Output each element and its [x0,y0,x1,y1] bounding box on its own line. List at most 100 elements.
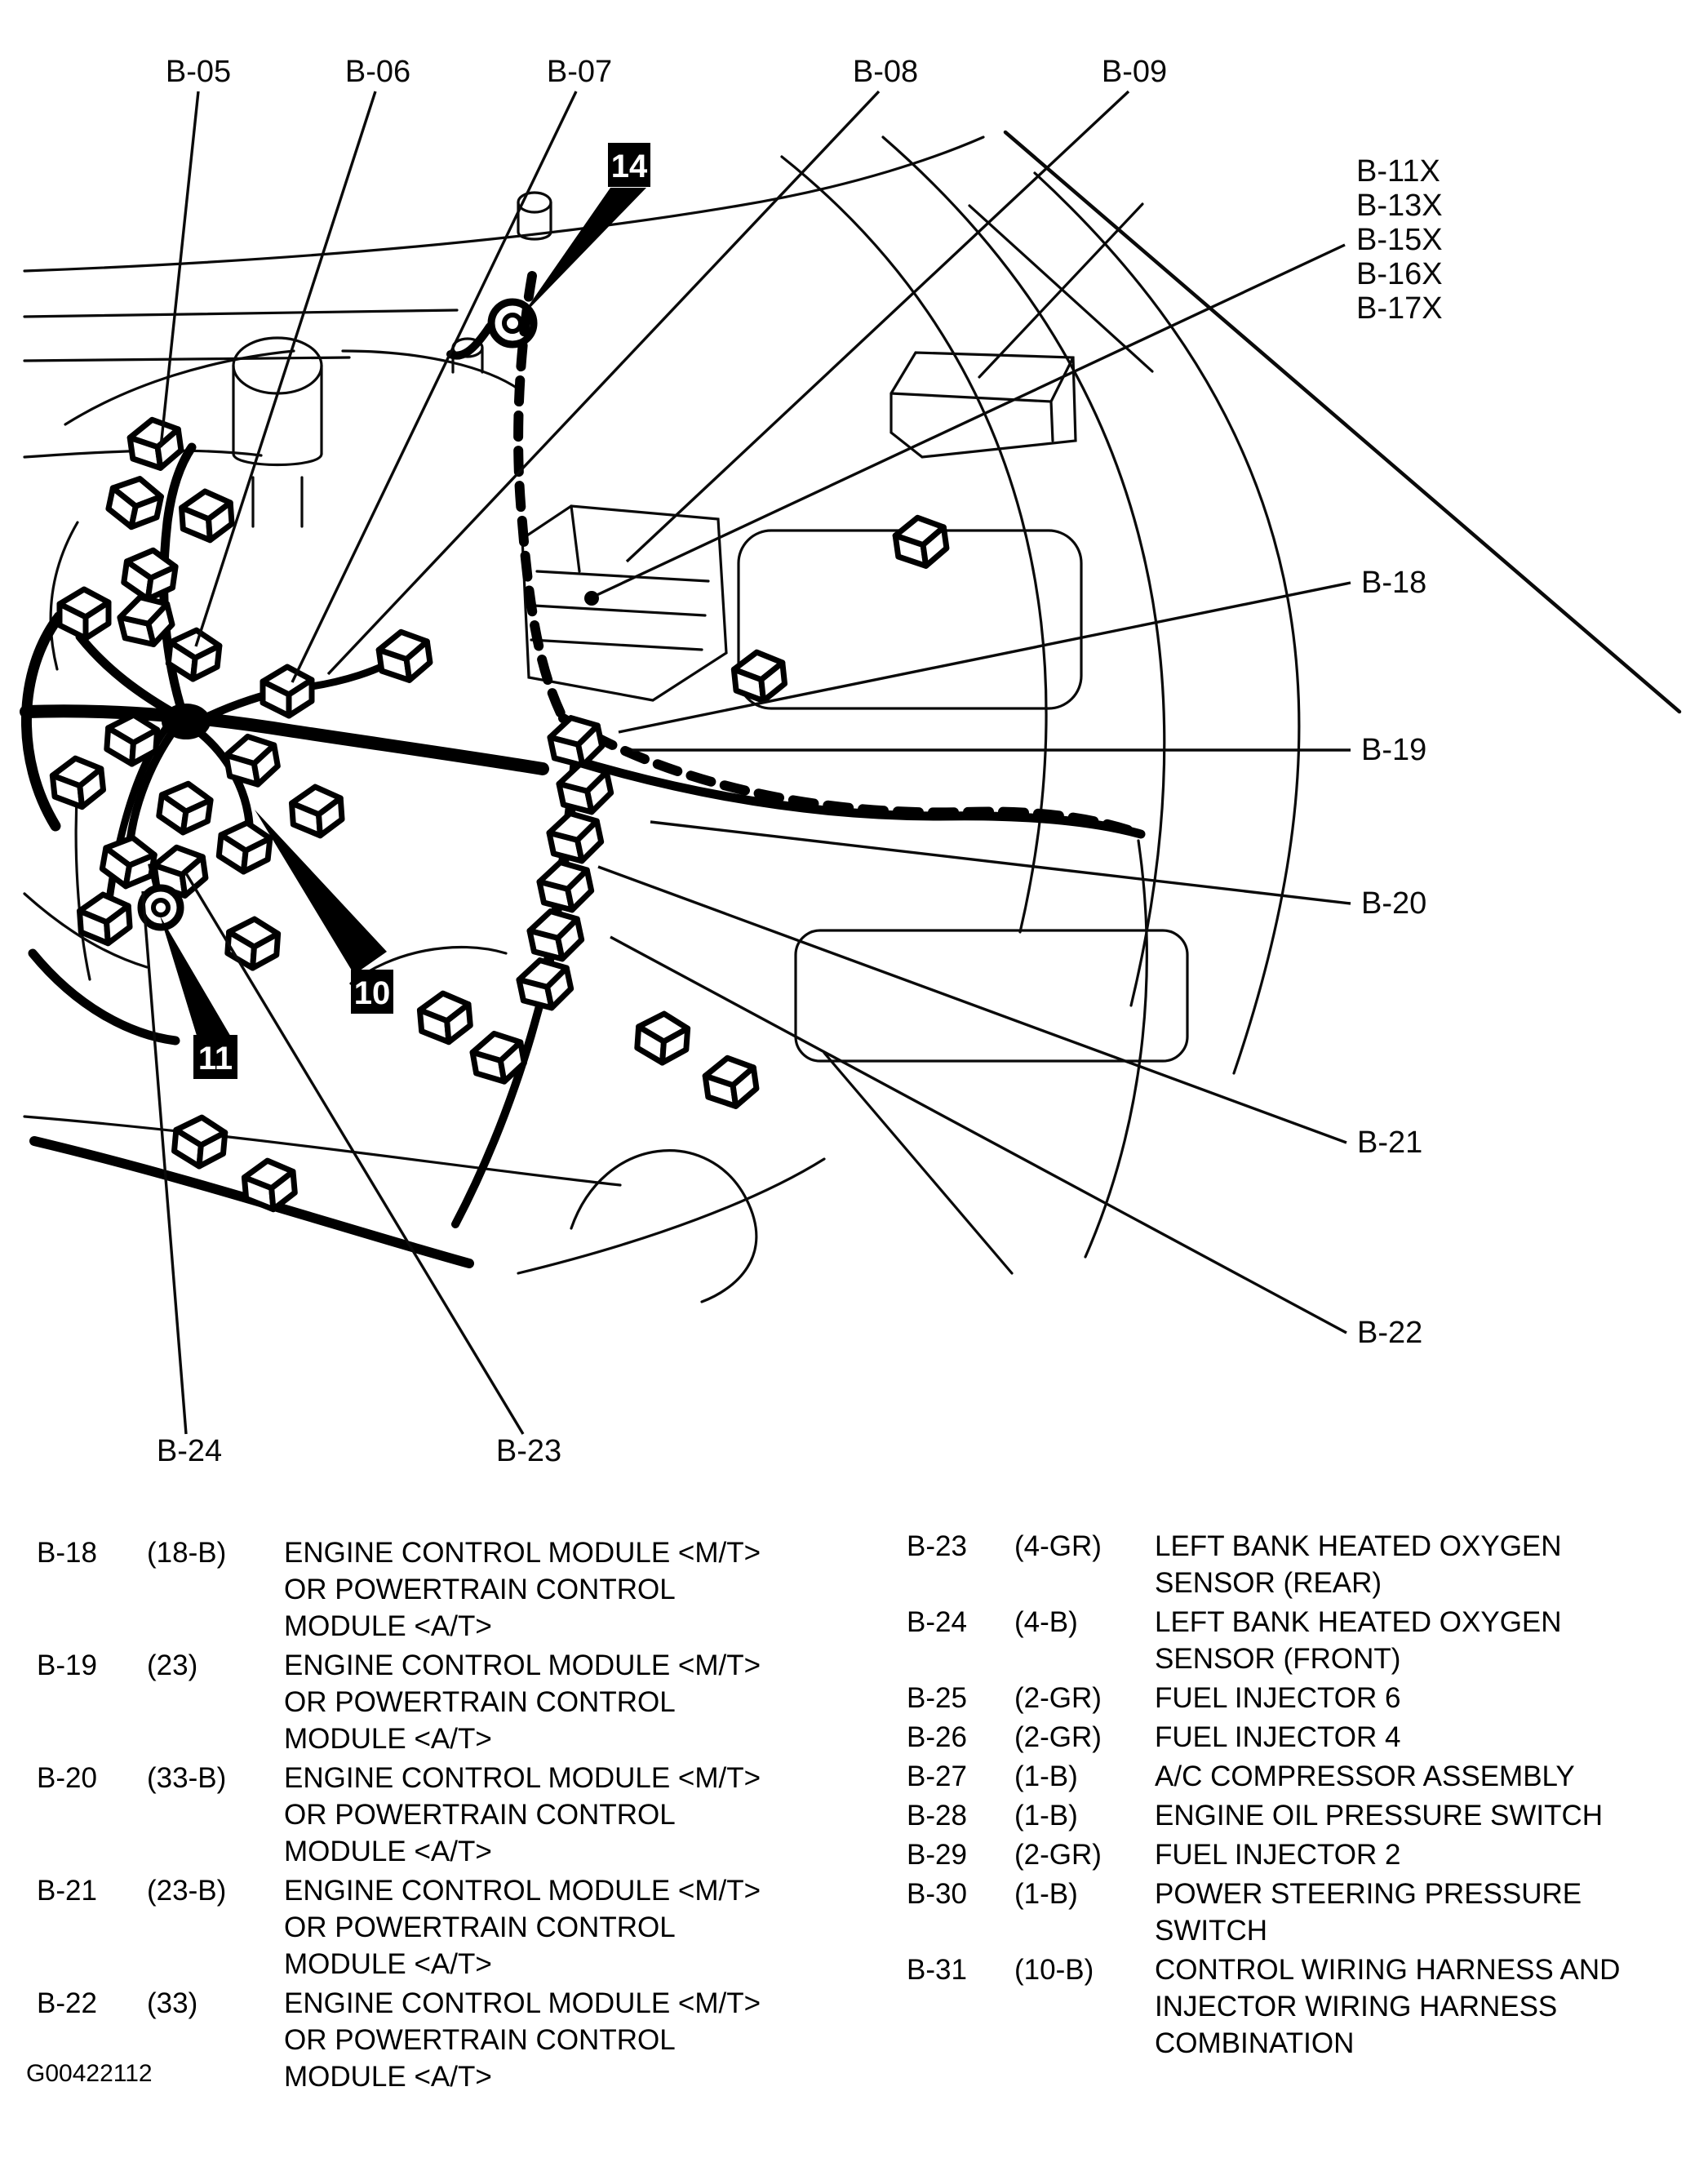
engine-outline [23,135,1301,1303]
connector-description: LEFT BANK HEATED OXYGEN SENSOR (FRONT) [1155,1606,1562,1675]
connector-description: ENGINE CONTROL MODULE <M/T> OR POWERTRAI… [284,1987,761,2093]
connector-label-b09: B-09 [1102,55,1167,89]
callout-number-14: 14 [611,149,648,184]
legend-row: B-28 (1-B) ENGINE OIL PRESSURE SWITCH [907,1797,1702,1834]
leader-line-b06 [194,91,377,647]
connector-cube [637,1012,689,1064]
callout-box-10 [351,970,393,1014]
connector-cubes [51,416,948,1211]
connector-pins: (1-B) [1014,1800,1078,1831]
connector-label-b22: B-22 [1357,1316,1422,1350]
callout-markers: 14 10 11 [160,143,650,1079]
connector-pins: (2-GR) [1014,1682,1102,1714]
connector-cube [227,917,279,970]
ground-terminal-14-hole [502,313,523,334]
connector-pins: (33) [147,1987,198,2019]
connector-label-b16x: B-16X [1356,257,1443,291]
legend-row: B-23 (4-GR) LEFT BANK HEATED OXYGEN SENS… [907,1528,1702,1601]
legend-row: B-21 (23-B) ENGINE CONTROL MODULE <M/T> … [37,1872,861,1982]
legend-column-left: B-18 (18-B) ENGINE CONTROL MODULE <M/T> … [37,1534,861,2098]
connector-pins: (33-B) [147,1762,227,1794]
connector-pins: (1-B) [1014,1760,1078,1792]
connector-label-b08: B-08 [853,55,918,89]
connector-description: A/C COMPRESSOR ASSEMBLY [1155,1760,1575,1792]
connector-code: B-25 [907,1682,967,1714]
connector-cube [224,732,281,789]
connector-description: POWER STEERING PRESSURE SWITCH [1155,1878,1582,1947]
connector-label-b24: B-24 [157,1434,222,1468]
connector-label-b18: B-18 [1361,566,1426,600]
legend-row: B-20 (33-B) ENGINE CONTROL MODULE <M/T> … [37,1760,861,1870]
ground-terminal-11-hole [151,898,171,917]
callout-pointer-14 [520,188,646,318]
connector-code: B-24 [907,1606,967,1638]
callout-box-14 [608,143,650,187]
connector-label-b11x: B-11X [1356,154,1440,189]
connector-cube [536,857,594,915]
legend-row: B-31 (10-B) CONTROL WIRING HARNESS AND I… [907,1951,1702,2062]
connector-code: B-30 [907,1878,967,1910]
connector-cube [894,514,949,570]
connector-code: B-21 [37,1875,97,1907]
connector-cube [128,416,184,472]
connector-cube [516,955,574,1013]
leader-line-b24 [141,890,188,1435]
connector-label-b06: B-06 [345,55,410,89]
connector-cube [526,906,584,964]
connector-cube [263,667,312,716]
callout-pointer-11 [160,916,232,1038]
callout-number-11: 11 [198,1041,233,1077]
legend-row: B-29 (2-GR) FUEL INJECTOR 2 [907,1836,1702,1873]
leader-line-b08 [326,90,881,676]
connector-cube [78,893,131,945]
connector-code: B-28 [907,1800,967,1831]
connector-description: LEFT BANK HEATED OXYGEN SENSOR (REAR) [1155,1530,1562,1599]
connector-label-b05: B-05 [166,55,231,89]
legend-row: B-26 (2-GR) FUEL INJECTOR 4 [907,1719,1702,1756]
connector-code: B-20 [37,1762,97,1794]
connector-cube [51,756,104,810]
connector-cube [157,780,213,836]
connector-description: ENGINE CONTROL MODULE <M/T> OR POWERTRAI… [284,1762,761,1867]
leader-line-b22 [610,935,1347,1334]
connector-code: B-22 [37,1987,97,2019]
ground-terminal-11-stem [148,863,160,889]
connector-cube [703,1054,759,1110]
callout-pointer-10 [255,810,387,975]
leader-line-b15x [591,243,1346,599]
connector-cube [106,473,164,531]
ground-terminal-14 [487,298,538,349]
leader-line-b09 [625,90,1130,563]
connector-cube [732,650,786,704]
legend-row: B-27 (1-B) A/C COMPRESSOR ASSEMBLY [907,1758,1702,1795]
leader-dot-b15x [584,591,599,606]
connector-code: B-18 [37,1537,97,1569]
connector-label-b23: B-23 [496,1434,561,1468]
legend-row: B-24 (4-B) LEFT BANK HEATED OXYGEN SENSO… [907,1604,1702,1677]
leader-line-b07 [291,91,578,683]
legend-row: B-19 (23) ENGINE CONTROL MODULE <M/T> OR… [37,1647,861,1757]
legend-column-right: B-23 (4-GR) LEFT BANK HEATED OXYGEN SENS… [907,1528,1702,2064]
legend-row: B-22 (33) ENGINE CONTROL MODULE <M/T> OR… [37,1985,861,2095]
connector-cube [173,1115,226,1168]
connector-cube [377,628,433,684]
connector-label-b13x: B-13X [1356,189,1443,223]
connector-cube [60,589,109,638]
connector-cube [122,547,178,602]
connector-description: FUEL INJECTOR 2 [1155,1839,1401,1871]
leader-line-b23 [184,872,525,1435]
connector-code: B-31 [907,1954,967,1986]
hood-edge-line [1003,130,1682,714]
connector-label-b17x: B-17X [1356,291,1443,326]
connector-pins: (23-B) [147,1875,227,1907]
connector-pins: (2-GR) [1014,1721,1102,1753]
legend-row: B-25 (2-GR) FUEL INJECTOR 6 [907,1680,1702,1716]
connector-description: ENGINE CONTROL MODULE <M/T> OR POWERTRAI… [284,1537,761,1642]
connector-pins: (4-B) [1014,1606,1078,1638]
connector-code: B-29 [907,1839,967,1871]
connector-cube [546,808,604,866]
connector-code: B-27 [907,1760,967,1792]
figure-id: G00422112 [26,2060,153,2087]
connector-description: FUEL INJECTOR 6 [1155,1682,1401,1714]
